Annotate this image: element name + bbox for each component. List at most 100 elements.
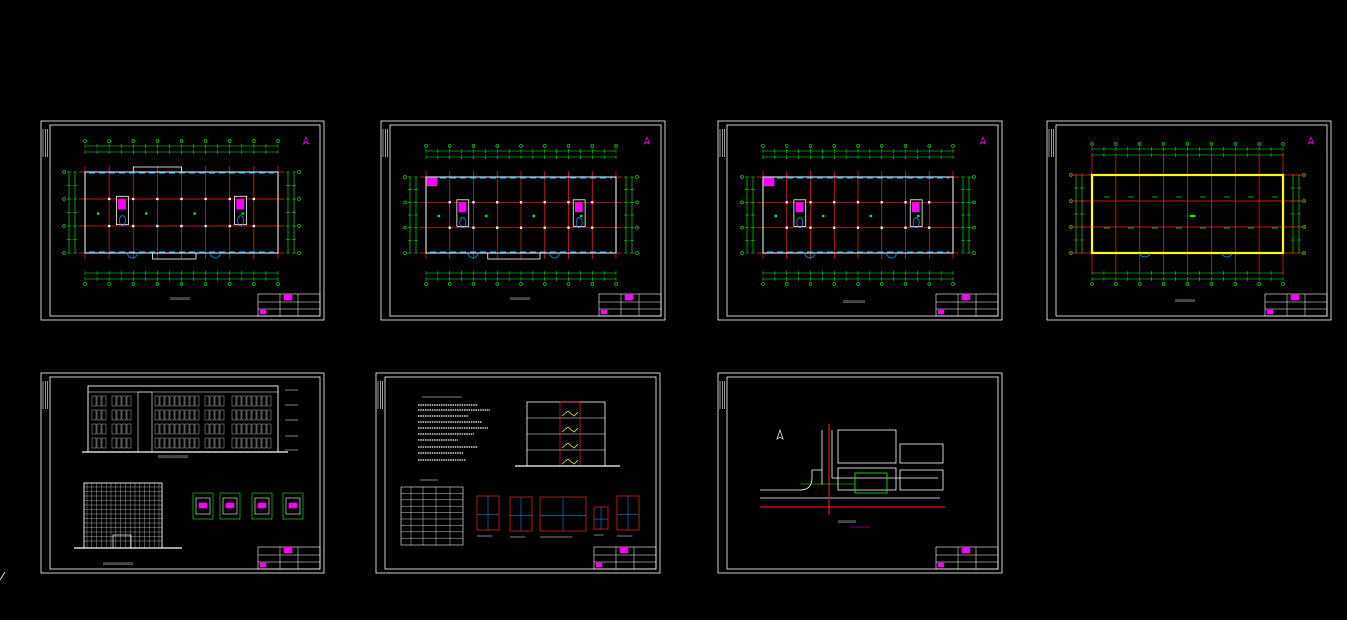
stair-core bbox=[234, 195, 248, 226]
axis-bubble bbox=[1138, 142, 1142, 146]
elevation-window bbox=[179, 395, 185, 407]
elevation-window bbox=[169, 437, 175, 449]
elevation-window bbox=[241, 437, 247, 449]
elevation-window bbox=[236, 409, 242, 421]
axis-bubble bbox=[471, 282, 476, 286]
sheet-outer-border bbox=[40, 120, 325, 321]
window-type-4 bbox=[593, 506, 609, 536]
restroom-fixture bbox=[236, 199, 245, 210]
axis-bubble bbox=[83, 282, 87, 286]
road-edge bbox=[760, 469, 822, 491]
axis-bubble bbox=[276, 282, 280, 286]
elevation-window bbox=[209, 423, 215, 435]
elevation-window bbox=[219, 437, 225, 449]
elevation-window bbox=[116, 409, 122, 421]
elevation-window bbox=[164, 437, 170, 449]
axis-bubble bbox=[1185, 282, 1190, 286]
column bbox=[809, 201, 812, 204]
title-block bbox=[593, 546, 657, 570]
elevation-window bbox=[261, 409, 267, 421]
axis-bubble bbox=[403, 175, 407, 179]
elevation-window bbox=[96, 423, 102, 435]
stair-flight bbox=[561, 410, 579, 417]
elevation-window bbox=[194, 409, 200, 421]
room-marker bbox=[917, 214, 920, 218]
column bbox=[519, 201, 523, 204]
elevation-window bbox=[204, 395, 210, 407]
axis-bubble bbox=[903, 144, 908, 148]
restroom-fixture bbox=[912, 202, 920, 213]
axis-bubble bbox=[1161, 142, 1166, 146]
site-block bbox=[837, 429, 897, 464]
column bbox=[496, 226, 499, 229]
elevation-window bbox=[126, 409, 132, 421]
elevation-window bbox=[159, 423, 165, 435]
axis-bubble bbox=[972, 175, 976, 179]
table-frame bbox=[400, 486, 464, 546]
elevation-window bbox=[179, 423, 185, 435]
sheet-6-notes-and-sections[interactable] bbox=[375, 372, 661, 574]
room-marker bbox=[822, 214, 825, 218]
elevation-window bbox=[116, 437, 122, 449]
column bbox=[591, 201, 594, 204]
column bbox=[448, 201, 451, 204]
title-block-frame bbox=[935, 546, 999, 570]
sheet-5-elevations[interactable] bbox=[40, 372, 325, 574]
north-arrow-icon bbox=[1307, 135, 1315, 146]
building-section bbox=[515, 401, 620, 467]
axis-bubble bbox=[424, 144, 428, 148]
axis-bubble bbox=[856, 144, 860, 148]
elevation-window bbox=[209, 437, 215, 449]
elevation-window bbox=[231, 395, 237, 407]
sheet-7-site-plan[interactable] bbox=[717, 372, 1003, 574]
column bbox=[448, 226, 451, 229]
site-block bbox=[899, 443, 944, 464]
sheet-2-floor-plan[interactable] bbox=[380, 120, 666, 321]
title-block-stamp bbox=[259, 309, 267, 315]
column bbox=[904, 201, 907, 204]
elevation-window bbox=[116, 423, 122, 435]
door-arc bbox=[549, 252, 560, 259]
elevation-window bbox=[164, 395, 170, 407]
elevation-window bbox=[261, 395, 267, 407]
axis-bubble bbox=[951, 144, 955, 148]
title-block bbox=[935, 546, 999, 570]
column bbox=[132, 224, 135, 228]
axis-bubble bbox=[590, 144, 594, 148]
axis-bubble bbox=[832, 282, 836, 286]
entrance-steps bbox=[152, 252, 197, 260]
stair-core bbox=[456, 199, 470, 227]
elevation-window bbox=[246, 409, 252, 421]
room-marker bbox=[774, 214, 778, 218]
title-block-logo bbox=[624, 294, 634, 301]
sheet-3-floor-plan[interactable] bbox=[717, 120, 1003, 321]
axis-bubble bbox=[740, 225, 744, 230]
axis-bubble bbox=[785, 144, 789, 148]
sheet-1-floor-plan[interactable] bbox=[40, 120, 325, 321]
door-swing bbox=[459, 217, 467, 228]
elevation-window bbox=[159, 395, 165, 407]
entrance-ramp bbox=[487, 252, 541, 260]
axis-bubble bbox=[1209, 142, 1214, 146]
axis-bubble bbox=[972, 251, 976, 255]
north-arrow-icon bbox=[643, 135, 651, 146]
detail-window bbox=[222, 497, 238, 515]
elevation-window bbox=[189, 437, 195, 449]
elevation-window bbox=[219, 409, 225, 421]
sheet-4-roof-plan[interactable] bbox=[1046, 120, 1332, 321]
sheet-inner-border bbox=[49, 376, 321, 570]
window-detail-1 bbox=[192, 492, 214, 520]
column bbox=[856, 226, 860, 229]
axis-bubble bbox=[107, 282, 111, 286]
elevation-window bbox=[251, 395, 257, 407]
room-marker bbox=[580, 214, 583, 218]
detail-window bbox=[254, 497, 270, 515]
axis-bubble bbox=[1138, 282, 1142, 286]
column bbox=[591, 226, 594, 229]
axis-bubble bbox=[203, 139, 208, 143]
sheet-outer-border bbox=[717, 120, 1003, 321]
elevation-window bbox=[126, 437, 132, 449]
elevation-window bbox=[111, 423, 117, 435]
axis-bubble bbox=[972, 225, 976, 230]
